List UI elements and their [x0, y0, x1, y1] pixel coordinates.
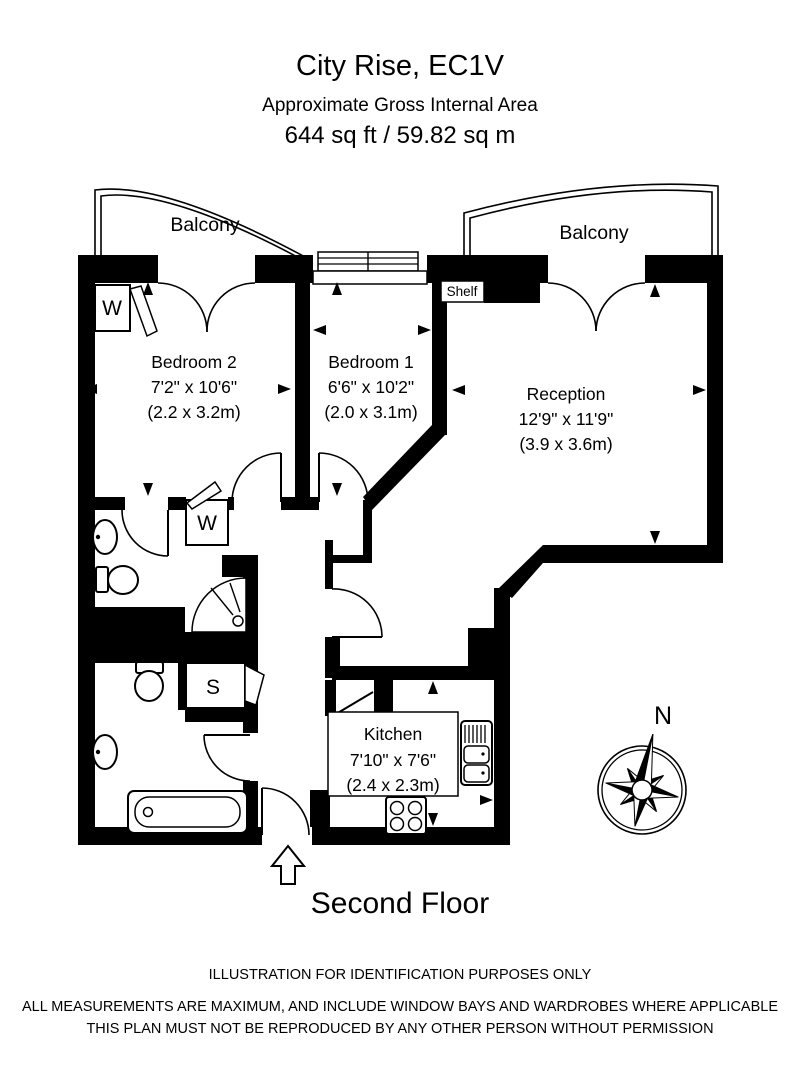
shelf [440, 280, 540, 303]
page-title: City Rise, EC1V [296, 50, 505, 82]
gross-area: 644 sq ft / 59.82 sq m [285, 122, 516, 149]
door-reception [331, 588, 383, 638]
footer: ILLUSTRATION FOR IDENTIFICATION PURPOSES… [22, 967, 778, 1037]
ensuite-toilet [95, 565, 139, 595]
bedroom1-dims-imperial: 6'6" x 10'2" [328, 377, 414, 397]
shelf-label: Shelf [447, 284, 478, 299]
balcony-right-label: Balcony [559, 222, 629, 244]
door-bathroom [203, 734, 251, 782]
window-bedroom1 [312, 251, 428, 285]
wardrobe-hall-box [185, 480, 229, 546]
north-label: N [654, 702, 672, 730]
storage-cupboard-box [185, 662, 265, 709]
ensuite-basin [92, 519, 118, 555]
kitchen-label-box [327, 711, 459, 797]
kitchen-dims-imperial: 7'10" x 7'6" [350, 750, 436, 770]
wardrobe-hall-label: W [197, 512, 217, 535]
kitchen-hob [385, 796, 427, 835]
doors [121, 282, 646, 836]
balcony-doors-reception [547, 282, 646, 332]
reception-label: Reception 12'9" x 11'9" (3.9 x 3.6m) [519, 384, 614, 454]
shower [191, 577, 247, 633]
reception-dims-metric: (3.9 x 3.6m) [519, 434, 612, 454]
door-ensuite [121, 509, 169, 557]
reception-dims-imperial: 12'9" x 11'9" [519, 409, 614, 429]
bedroom2-label: Bedroom 2 7'2" x 10'6" (2.2 x 3.2m) [147, 352, 240, 422]
footer-line2: ALL MEASUREMENTS ARE MAXIMUM, AND INCLUD… [22, 999, 778, 1015]
balcony-doors-bedroom2 [157, 282, 256, 333]
bathroom-toilet [134, 661, 164, 702]
bathtub [127, 790, 248, 834]
balcony-left-label: Balcony [170, 214, 240, 236]
footer-line3: THIS PLAN MUST NOT BE REPRODUCED BY ANY … [86, 1021, 713, 1037]
door-bedroom2 [231, 452, 282, 503]
wardrobe-bedroom2-box [94, 284, 158, 338]
kitchen-name: Kitchen [364, 724, 422, 744]
kitchen-label: Kitchen 7'10" x 7'6" (2.4 x 2.3m) [327, 711, 459, 797]
bathroom-basin [92, 734, 118, 770]
balcony-left-outline [94, 188, 308, 261]
walls [78, 252, 723, 846]
storage-label: S [206, 676, 220, 699]
kitchen-dims-metric: (2.4 x 2.3m) [346, 775, 439, 795]
door-entrance [261, 787, 310, 836]
balcony-right-outline [463, 183, 719, 256]
compass-rose-icon: N [597, 702, 687, 835]
labels: Balcony Balcony Bedroom 2 7'2" x 10'6" (… [102, 214, 629, 797]
bedroom1-name: Bedroom 1 [328, 352, 414, 372]
door-bedroom1 [318, 452, 369, 503]
footer-line1: ILLUSTRATION FOR IDENTIFICATION PURPOSES… [209, 967, 592, 983]
bedroom1-label: Bedroom 1 6'6" x 10'2" (2.0 x 3.1m) [324, 352, 417, 422]
dimension-arrows [84, 282, 706, 826]
entry-arrow-icon [269, 844, 307, 885]
door-kitchen [335, 691, 374, 715]
floor-name: Second Floor [311, 887, 489, 920]
kitchen-sink-unit [460, 720, 493, 786]
wardrobe-bedroom2-label: W [102, 297, 122, 320]
bedroom2-dims-metric: (2.2 x 3.2m) [147, 402, 240, 422]
header: City Rise, EC1V Approximate Gross Intern… [262, 50, 538, 149]
reception-name: Reception [527, 384, 606, 404]
bedroom1-dims-metric: (2.0 x 3.1m) [324, 402, 417, 422]
bedroom2-name: Bedroom 2 [151, 352, 237, 372]
page-subtitle: Approximate Gross Internal Area [262, 95, 538, 116]
bedroom2-dims-imperial: 7'2" x 10'6" [151, 377, 237, 397]
